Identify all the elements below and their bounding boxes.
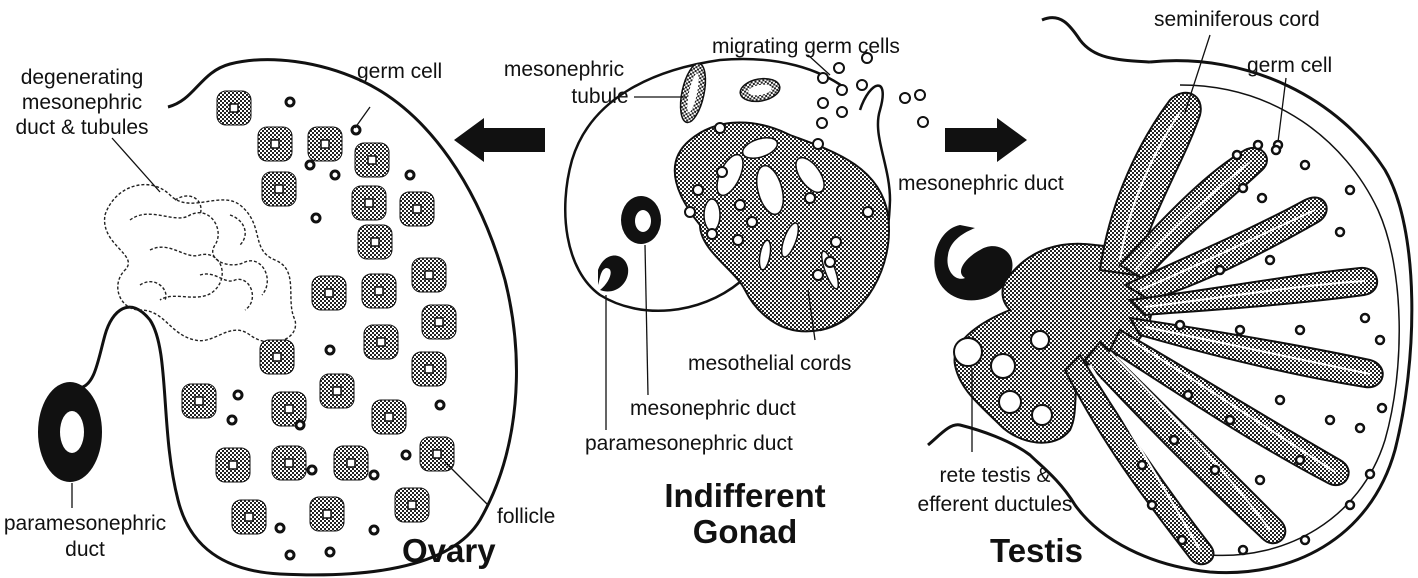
label-testis-mesonephric-duct: mesonephric duct [898, 172, 1064, 195]
label-follicle: follicle [497, 505, 555, 528]
degenerating-duct-tangle [105, 185, 296, 343]
indifferent-paramesonephric-duct [598, 256, 628, 292]
title-testis: Testis [990, 532, 1083, 569]
label-degenerating-1: degenerating [21, 66, 144, 89]
ovary-follicles [182, 91, 456, 534]
testis-top-curl [1042, 18, 1150, 62]
title-ovary: Ovary [402, 532, 496, 569]
label-ovary-germ-cell: germ cell [357, 60, 442, 83]
label-ovary-paramesonephric-1: paramesonephric [4, 512, 166, 535]
label-mesonephric-tubule-1: mesonephric [504, 58, 624, 81]
label-indifferent-mesonephric-duct: mesonephric duct [630, 397, 796, 420]
arrow-right-icon [945, 118, 1027, 162]
title-indifferent-line1: Indifferent [664, 477, 825, 514]
label-testis-germ-cell: germ cell [1247, 54, 1332, 77]
testis-figure [928, 18, 1412, 573]
label-degenerating-2: mesonephric [22, 91, 142, 114]
label-rete-2: efferent ductules [918, 493, 1073, 516]
label-rete-1: rete testis & [940, 464, 1051, 487]
label-ovary-paramesonephric-2: duct [65, 538, 105, 561]
label-seminiferous-cord: seminiferous cord [1154, 8, 1320, 31]
arrow-left-icon [454, 118, 545, 162]
label-migrating-germ-cells: migrating germ cells [712, 35, 900, 58]
label-indifferent-paramesonephric-duct: paramesonephric duct [585, 432, 793, 455]
title-indifferent-line2: Gonad [693, 513, 798, 550]
testis-mesonephric-duct [934, 225, 1012, 300]
label-mesonephric-tubule-2: tubule [571, 85, 628, 108]
label-degenerating-3: duct & tubules [15, 116, 148, 139]
label-mesothelial-cords: mesothelial cords [688, 352, 851, 375]
